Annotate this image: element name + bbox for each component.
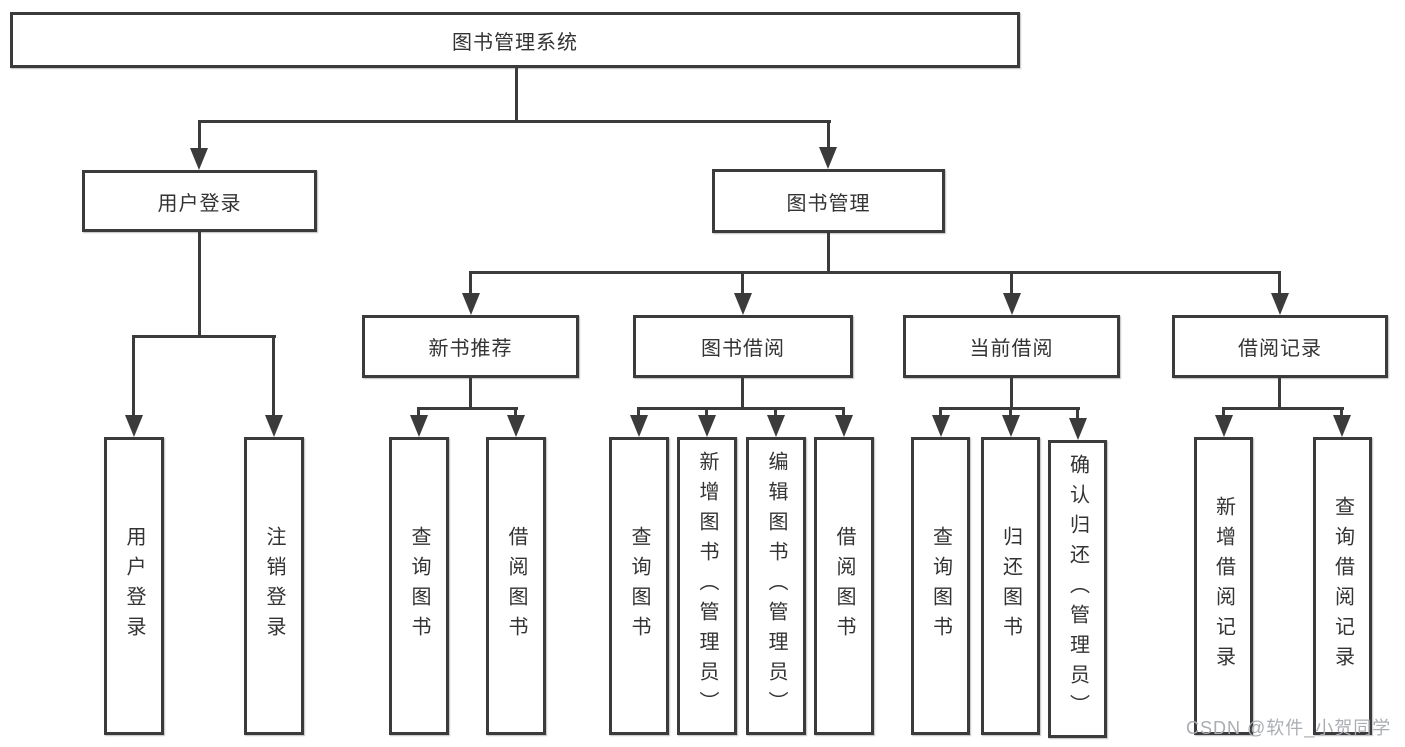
arrow-down-icon — [190, 148, 208, 170]
edge-user-login-branch — [132, 335, 276, 338]
edge-drop-user-login — [198, 120, 201, 150]
edge-drop-leaf — [132, 335, 135, 417]
edge-book-mgmt-trunk — [827, 233, 830, 274]
node-borrow-records-label: 借阅记录 — [1238, 338, 1322, 360]
leaf-logout: 注销登录 — [244, 437, 304, 735]
edge-new-books-trunk — [469, 378, 472, 410]
node-new-books-label: 新书推荐 — [428, 338, 513, 360]
arrow-down-icon — [819, 147, 837, 169]
arrow-down-icon — [1002, 415, 1020, 437]
arrow-down-icon — [1271, 293, 1289, 315]
edge-drop-new-books — [469, 271, 472, 295]
edge-book-mgmt-branch — [469, 271, 1281, 274]
node-new-books: 新书推荐 — [362, 315, 579, 378]
leaf-confirm-return-admin-label: 确认归还（管理员） — [1066, 454, 1089, 724]
edge-drop-book-mgmt — [827, 120, 830, 150]
node-root-label: 图书管理系统 — [452, 31, 578, 54]
node-current-borrow-label: 当前借阅 — [969, 338, 1054, 360]
node-book-mgmt-label: 图书管理 — [786, 192, 871, 215]
leaf-add-borrow-record-label: 新增借阅记录 — [1212, 496, 1235, 676]
leaf-query-books-1: 查询图书 — [389, 437, 449, 735]
arrow-down-icon — [698, 415, 716, 437]
leaf-query-books-3-label: 查询图书 — [929, 526, 952, 646]
edge-root-trunk — [515, 68, 518, 123]
leaf-borrow-books-2-label: 借阅图书 — [833, 526, 855, 646]
arrow-down-icon — [932, 415, 950, 437]
edge-book-borrow-trunk — [741, 378, 744, 410]
leaf-add-books-admin-label: 新增图书（管理员） — [696, 451, 718, 721]
edge-drop-leaf — [705, 407, 708, 419]
node-user-login-label: 用户登录 — [157, 192, 242, 215]
edge-user-login-trunk — [198, 232, 201, 338]
node-current-borrow: 当前借阅 — [903, 315, 1120, 378]
edge-drop-leaf — [842, 407, 845, 419]
leaf-borrow-books-1: 借阅图书 — [486, 437, 546, 735]
leaf-user-login: 用户登录 — [104, 437, 164, 735]
edge-borrow-records-branch — [1222, 407, 1344, 410]
edge-drop-book-borrow — [741, 271, 744, 295]
edge-new-books-branch — [417, 407, 518, 410]
edge-root-branch — [198, 120, 831, 123]
arrow-down-icon — [1003, 293, 1021, 315]
arrow-down-icon — [507, 415, 525, 437]
node-book-mgmt: 图书管理 — [712, 169, 945, 233]
leaf-add-books-admin: 新增图书（管理员） — [677, 437, 737, 735]
node-borrow-records: 借阅记录 — [1172, 315, 1388, 378]
arrow-down-icon — [265, 415, 283, 437]
edge-drop-leaf — [939, 407, 942, 419]
leaf-query-borrow-record: 查询借阅记录 — [1313, 437, 1372, 735]
arrow-down-icon — [1333, 415, 1351, 437]
leaf-return-books: 归还图书 — [981, 437, 1040, 735]
arrow-down-icon — [1215, 415, 1233, 437]
leaf-edit-books-admin-label: 编辑图书（管理员） — [765, 451, 787, 721]
csdn-watermark: CSDN @软件_小贺同学 — [1186, 718, 1392, 738]
leaf-add-borrow-record: 新增借阅记录 — [1194, 437, 1253, 735]
edge-drop-current-borrow — [1010, 271, 1013, 295]
arrow-down-icon — [767, 415, 785, 437]
arrow-down-icon — [734, 293, 752, 315]
edge-drop-leaf — [774, 407, 777, 419]
node-user-login: 用户登录 — [82, 170, 317, 232]
node-book-borrow-label: 图书借阅 — [701, 338, 785, 360]
arrow-down-icon — [462, 293, 480, 315]
edge-drop-leaf — [1340, 407, 1343, 419]
leaf-query-books-2: 查询图书 — [609, 437, 669, 735]
edge-borrow-records-trunk — [1278, 378, 1281, 410]
edge-drop-borrow-records — [1278, 271, 1281, 295]
leaf-user-login-label: 用户登录 — [123, 526, 145, 646]
leaf-return-books-label: 归还图书 — [999, 526, 1022, 646]
edge-drop-leaf — [514, 407, 517, 419]
edge-drop-leaf — [272, 335, 275, 417]
arrow-down-icon — [1069, 418, 1087, 440]
arrow-down-icon — [630, 415, 648, 437]
edge-drop-leaf — [1009, 407, 1012, 419]
leaf-query-books-1-label: 查询图书 — [408, 526, 430, 646]
leaf-borrow-books-1-label: 借阅图书 — [505, 526, 527, 646]
edge-drop-leaf — [417, 407, 420, 419]
edge-drop-leaf — [637, 407, 640, 419]
edge-book-borrow-branch — [637, 407, 845, 410]
node-root: 图书管理系统 — [10, 12, 1020, 68]
arrow-down-icon — [835, 415, 853, 437]
leaf-logout-label: 注销登录 — [263, 526, 285, 646]
leaf-query-books-3: 查询图书 — [911, 437, 970, 735]
leaf-query-borrow-record-label: 查询借阅记录 — [1331, 496, 1354, 676]
edge-drop-leaf — [1222, 407, 1225, 419]
arrow-down-icon — [410, 415, 428, 437]
node-book-borrow: 图书借阅 — [633, 315, 853, 378]
arrow-down-icon — [125, 415, 143, 437]
leaf-query-books-2-label: 查询图书 — [628, 526, 650, 646]
edge-drop-leaf — [1076, 407, 1079, 419]
leaf-edit-books-admin: 编辑图书（管理员） — [746, 437, 806, 735]
edge-current-borrow-trunk — [1010, 378, 1013, 410]
leaf-borrow-books-2: 借阅图书 — [814, 437, 874, 735]
leaf-confirm-return-admin: 确认归还（管理员） — [1048, 440, 1107, 738]
